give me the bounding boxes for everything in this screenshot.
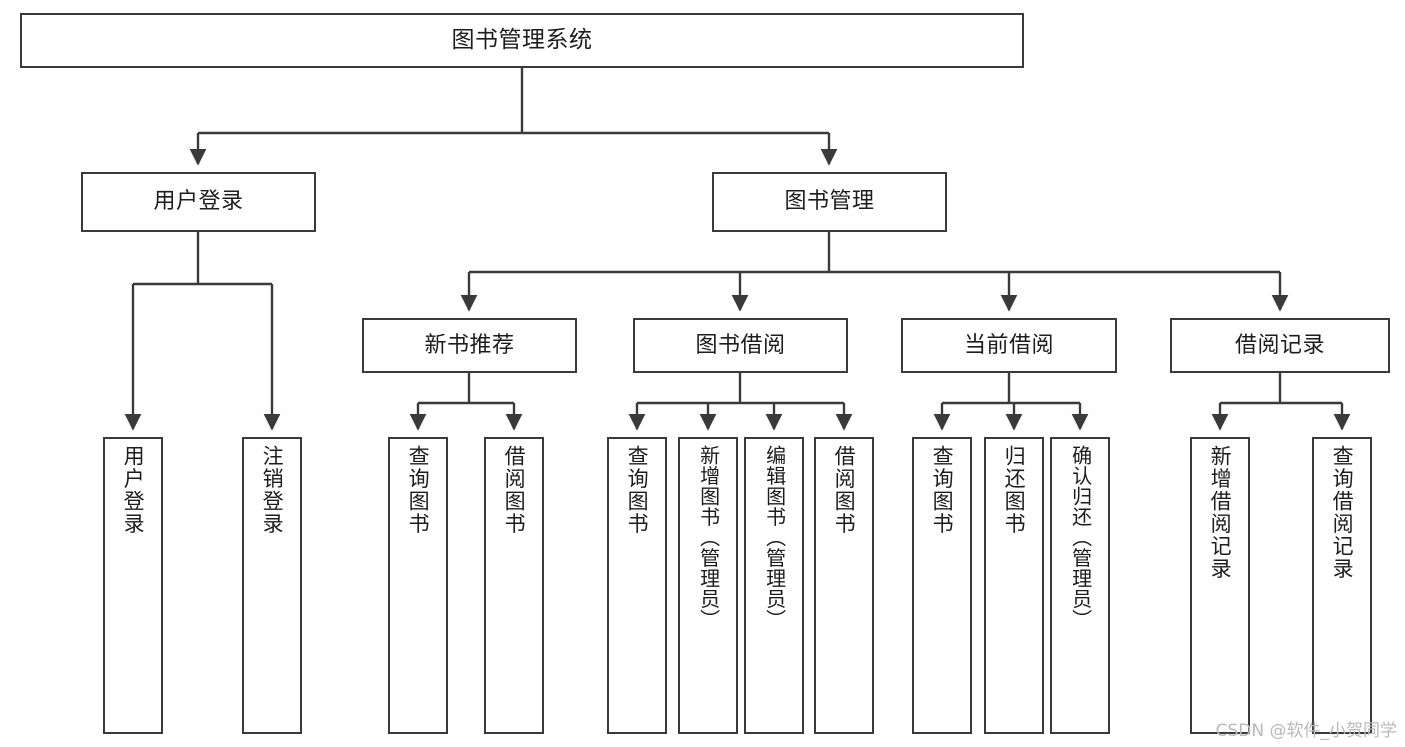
leaf-query-book-3[interactable]: 查询图书 — [912, 437, 972, 734]
node-root-label: 图书管理系统 — [451, 26, 593, 53]
leaf-query-book-2[interactable]: 查询图书 — [607, 437, 667, 734]
leaf-borrow-book-1[interactable]: 借阅图书 — [484, 437, 544, 734]
leaf-query-book-1-label: 查询图书 — [406, 445, 431, 535]
node-root[interactable]: 图书管理系统 — [20, 13, 1024, 68]
leaf-query-borrow-record-label: 查询借阅记录 — [1330, 445, 1355, 580]
node-user-login[interactable]: 用户登录 — [81, 172, 316, 232]
node-borrow-record-label: 借阅记录 — [1234, 332, 1325, 358]
csdn-watermark: CSDN @软件_小贺同学 — [1215, 721, 1397, 741]
node-current-borrow[interactable]: 当前借阅 — [901, 318, 1117, 373]
node-new-book-recommend[interactable]: 新书推荐 — [362, 318, 577, 373]
leaf-user-logout[interactable]: 注销登录 — [242, 437, 302, 734]
leaf-query-borrow-record[interactable]: 查询借阅记录 — [1312, 437, 1372, 734]
leaf-query-book-2-label: 查询图书 — [625, 445, 650, 535]
leaf-edit-book-admin-label: 编辑图书（管理员） — [762, 445, 787, 630]
leaf-confirm-return-admin[interactable]: 确认归还（管理员） — [1050, 437, 1110, 734]
leaf-query-book-1[interactable]: 查询图书 — [388, 437, 448, 734]
leaf-user-login-label: 用户登录 — [121, 445, 146, 535]
leaf-add-book-admin[interactable]: 新增图书（管理员） — [678, 437, 738, 734]
leaf-borrow-book-1-label: 借阅图书 — [502, 445, 527, 535]
leaf-borrow-book-2-label: 借阅图书 — [832, 445, 857, 535]
node-book-manage-label: 图书管理 — [784, 189, 875, 215]
leaf-return-book-label: 归还图书 — [1002, 445, 1027, 535]
node-book-borrow[interactable]: 图书借阅 — [633, 318, 848, 373]
leaf-user-login[interactable]: 用户登录 — [103, 437, 163, 734]
leaf-user-logout-label: 注销登录 — [260, 445, 285, 535]
node-borrow-record[interactable]: 借阅记录 — [1170, 318, 1390, 373]
leaf-return-book[interactable]: 归还图书 — [984, 437, 1044, 734]
leaf-query-book-3-label: 查询图书 — [930, 445, 955, 535]
leaf-confirm-return-admin-label: 确认归还（管理员） — [1068, 445, 1093, 630]
leaf-add-book-admin-label: 新增图书（管理员） — [696, 445, 721, 630]
node-book-borrow-label: 图书借阅 — [695, 332, 786, 358]
leaf-add-borrow-record[interactable]: 新增借阅记录 — [1190, 437, 1250, 734]
node-current-borrow-label: 当前借阅 — [963, 332, 1054, 358]
node-user-login-label: 用户登录 — [153, 189, 244, 215]
node-book-manage[interactable]: 图书管理 — [712, 172, 947, 232]
leaf-edit-book-admin[interactable]: 编辑图书（管理员） — [744, 437, 804, 734]
leaf-add-borrow-record-label: 新增借阅记录 — [1208, 445, 1233, 580]
node-new-book-recommend-label: 新书推荐 — [424, 332, 515, 358]
leaf-borrow-book-2[interactable]: 借阅图书 — [814, 437, 874, 734]
